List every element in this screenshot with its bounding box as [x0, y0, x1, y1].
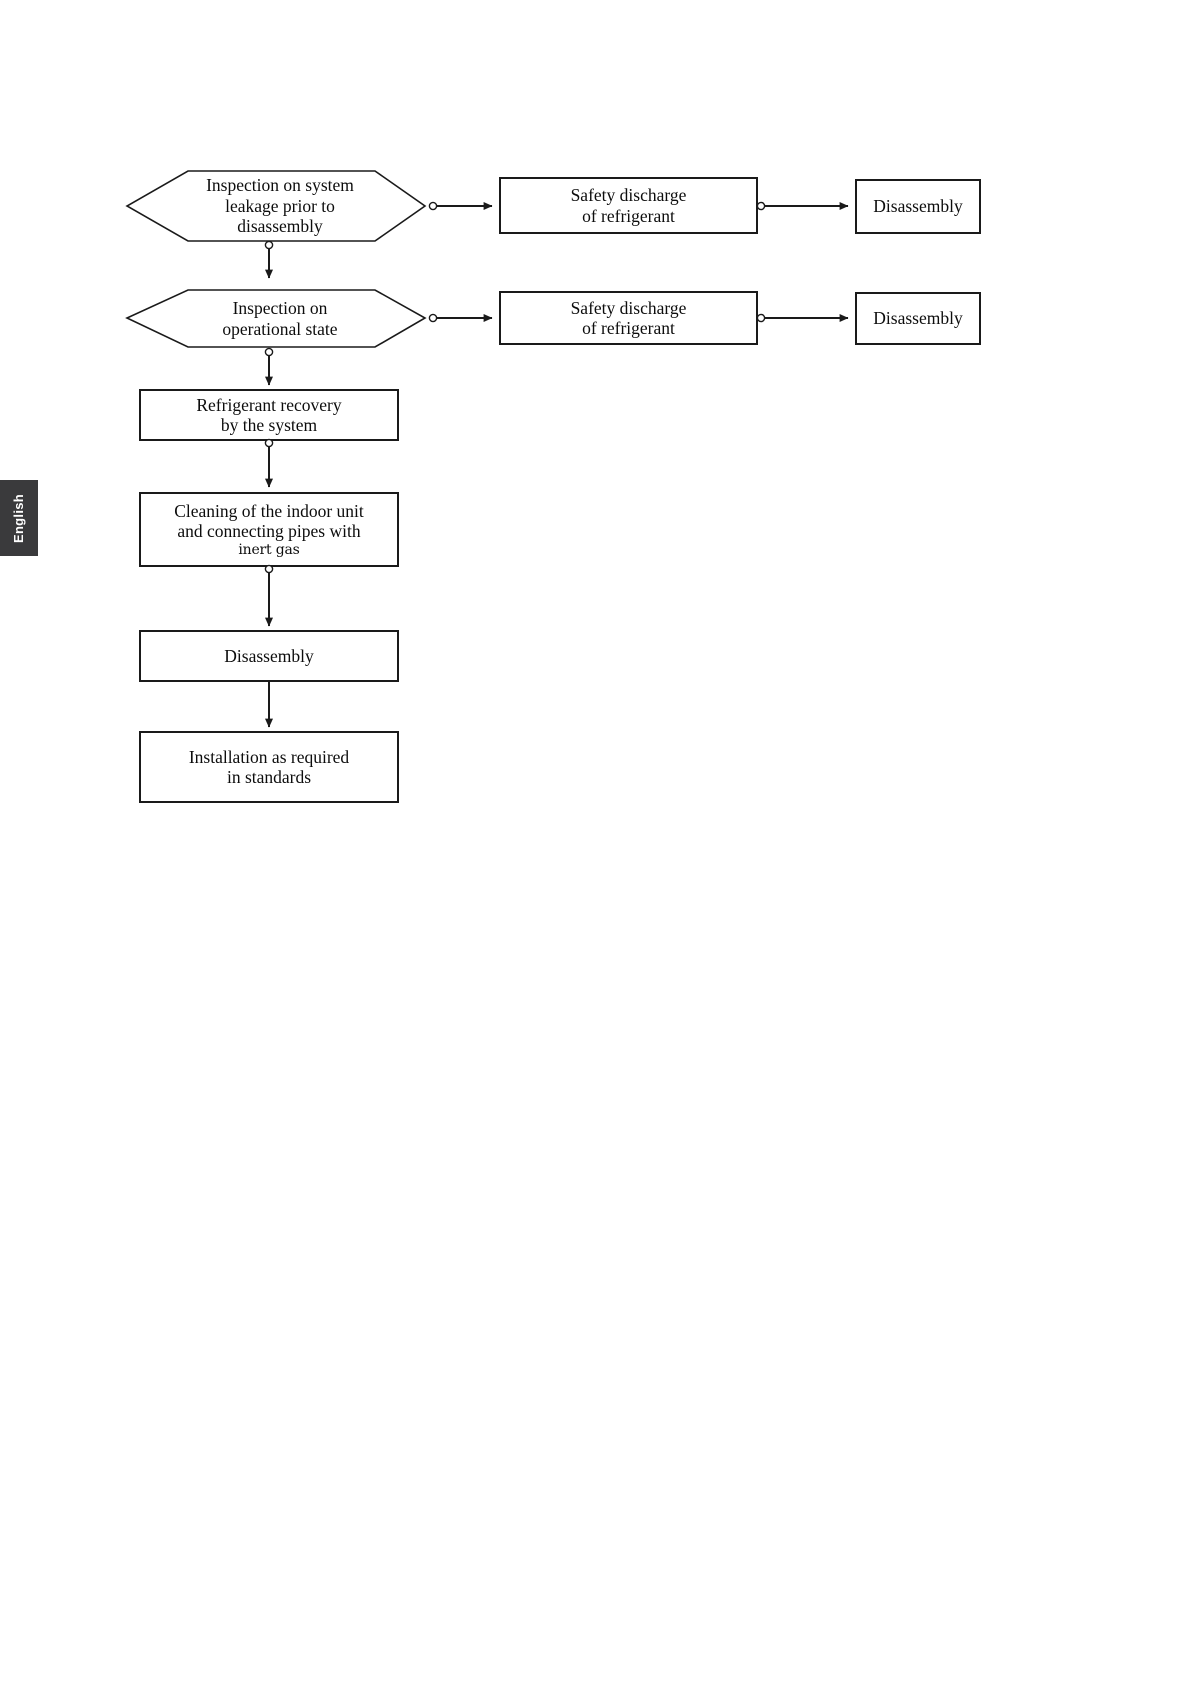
node-safety-discharge-1-shape[interactable] [499, 177, 758, 234]
connector-dot [756, 201, 766, 211]
node-inspection-operational-shape[interactable] [125, 289, 427, 348]
connector-dot [428, 313, 438, 323]
language-side-tab[interactable]: English [0, 480, 38, 556]
connector-dot [264, 347, 274, 357]
connector-dot [428, 201, 438, 211]
connector-dot [264, 240, 274, 250]
node-refrigerant-recovery-shape[interactable] [139, 389, 399, 441]
connector-dot [756, 313, 766, 323]
connector-dot [264, 438, 274, 448]
node-cleaning-indoor-unit-shape[interactable] [139, 492, 399, 567]
node-disassembly-2-shape[interactable] [855, 292, 981, 345]
node-inspection-leakage-shape[interactable] [125, 170, 427, 242]
node-safety-discharge-2-shape[interactable] [499, 291, 758, 345]
node-installation-standards-shape[interactable] [139, 731, 399, 803]
connector-dot [264, 564, 274, 574]
node-disassembly-main-shape[interactable] [139, 630, 399, 682]
node-disassembly-1-shape[interactable] [855, 179, 981, 234]
